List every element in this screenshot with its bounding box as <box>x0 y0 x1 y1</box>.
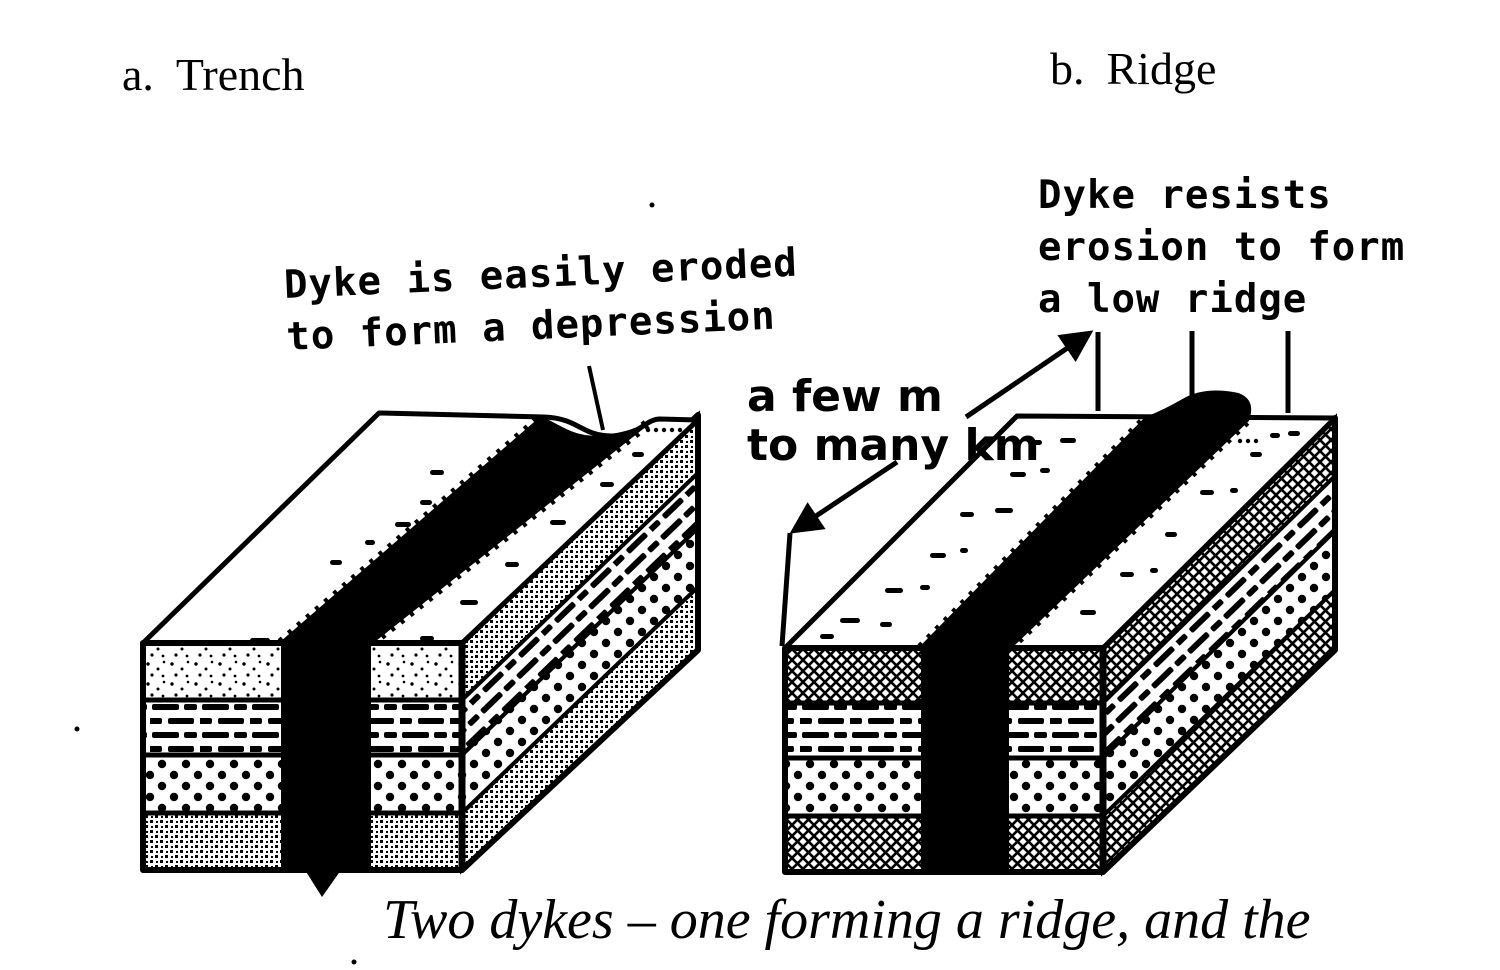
ridge-dyke-top <box>917 390 1252 652</box>
panel-b-title: Ridge <box>1106 43 1217 94</box>
dimension-arrow-far <box>964 330 1094 420</box>
scan-specks <box>74 202 655 965</box>
panel-b-index: b. <box>1050 43 1085 94</box>
scale-note-line2: to many km <box>747 420 1040 471</box>
trench-dyke-front <box>281 640 371 897</box>
ridge-block <box>782 390 1338 877</box>
ridge-dyke-front <box>921 645 1009 872</box>
length-dimension-arrows <box>779 330 1101 647</box>
figure-caption: Two dykes – one forming a ridge, and the <box>383 889 1311 951</box>
dimension-extension-near <box>779 532 793 647</box>
ridge-leader-ticks <box>1189 331 1291 413</box>
ridge-top-bedding-marks <box>820 431 1300 639</box>
ridge-annotation-line1: Dyke resists <box>1038 173 1332 218</box>
panel-a-title: Trench <box>175 49 305 100</box>
panel-b-label: b. Ridge <box>1050 42 1216 95</box>
scale-note-line1: a few m <box>747 371 943 422</box>
ridge-annotation-line3: a low ridge <box>1038 277 1308 322</box>
panel-a-label: a. Trench <box>122 48 305 101</box>
trench-block <box>140 410 701 897</box>
panel-a-index: a. <box>122 49 154 100</box>
ridge-annotation: Dyke resists erosion to form a low ridge <box>1038 170 1405 326</box>
ridge-side-face <box>1100 413 1338 877</box>
trench-side-face <box>459 410 701 875</box>
scale-note: a few m to many km <box>747 372 1040 470</box>
ridge-annotation-line2: erosion to form <box>1038 225 1406 270</box>
trench-dyke-top <box>276 414 656 647</box>
dimension-arrow-near <box>789 459 899 534</box>
depression-leader-line <box>587 365 605 431</box>
